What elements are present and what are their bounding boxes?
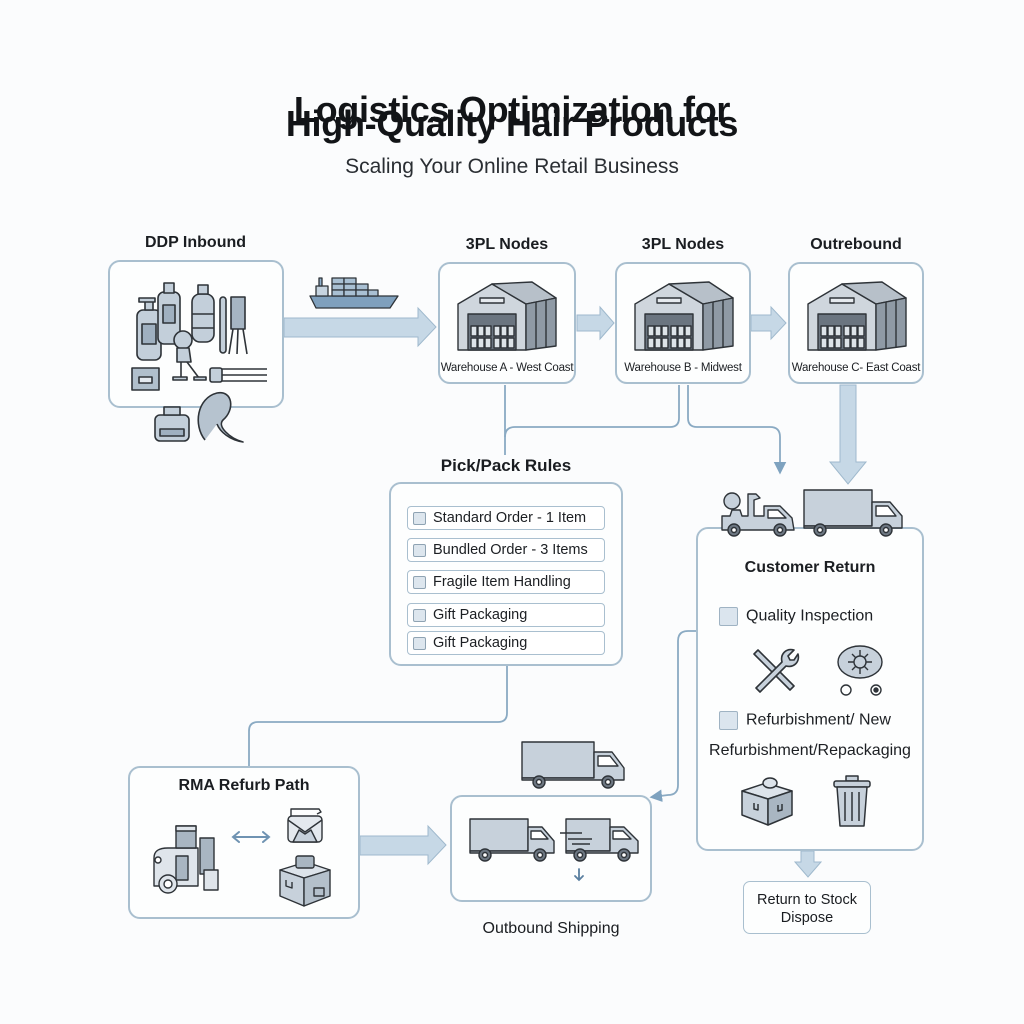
refurbishment-checkbox[interactable] bbox=[719, 711, 738, 730]
warehouse-icon bbox=[457, 281, 557, 351]
customer-return-label: Customer Return bbox=[744, 559, 876, 576]
warehouse-icon bbox=[807, 281, 907, 351]
warehouse-c-box[interactable]: Warehouse C- East Coast bbox=[788, 262, 924, 384]
rule-label: Fragile Item Handling bbox=[433, 574, 571, 590]
dispose-label: Dispose bbox=[780, 910, 834, 926]
title-line-2: High-Quality Hair Products bbox=[0, 104, 1024, 144]
rule-checkbox[interactable] bbox=[413, 511, 426, 525]
rule-fragile-item[interactable]: Fragile Item Handling bbox=[407, 570, 605, 594]
arrow-returns-to-stock bbox=[793, 850, 823, 878]
rule-checkbox[interactable] bbox=[413, 608, 426, 622]
warehouse-b-box[interactable]: Warehouse B - Midwest bbox=[615, 262, 751, 384]
title-line-2-text: High-Quality Hair Products bbox=[285, 103, 739, 144]
warehouse-b-caption: Warehouse B - Midwest bbox=[624, 362, 742, 374]
warehouse-a-box[interactable]: Warehouse A - West Coast bbox=[438, 262, 576, 384]
wrench-screwdriver-icon bbox=[753, 648, 800, 693]
connector-pickpack-rma bbox=[248, 666, 508, 767]
warehouse-c-caption: Warehouse C- East Coast bbox=[791, 362, 921, 374]
rule-label: Bundled Order - 3 Items bbox=[433, 542, 588, 558]
rule-bundled-order[interactable]: Bundled Order - 3 Items bbox=[407, 538, 605, 562]
ddp-inbound-label: DDP Inbound bbox=[144, 234, 247, 251]
bidirectional-arrow-icon bbox=[231, 831, 271, 843]
arrow-b-to-c bbox=[750, 305, 787, 341]
refurbishment-new-item[interactable]: Refurbishment/ New bbox=[719, 711, 891, 730]
warehouse-a-caption: Warehouse A - West Coast bbox=[440, 362, 574, 374]
refurbishment-new-label: Refurbishment/ New bbox=[746, 711, 891, 729]
arrow-c-down bbox=[828, 384, 868, 485]
delivery-truck-icon bbox=[521, 741, 625, 789]
rule-checkbox[interactable] bbox=[413, 636, 426, 650]
node-a-label: 3PL Nodes bbox=[465, 236, 549, 253]
gear-inspection-icon bbox=[837, 645, 883, 696]
pick-pack-box: Standard Order - 1 Item Bundled Order - … bbox=[389, 482, 623, 666]
cargo-ship-icon bbox=[309, 277, 399, 309]
node-b-label: 3PL Nodes bbox=[641, 236, 725, 253]
rule-label: Gift Packaging bbox=[433, 635, 528, 651]
forklift-truck-icon bbox=[153, 825, 219, 894]
open-box-icon bbox=[741, 777, 793, 826]
trash-bin-icon bbox=[833, 775, 871, 827]
rule-label: Standard Order - 1 Item bbox=[433, 510, 587, 526]
node-c-label: Outrebound bbox=[810, 236, 902, 253]
fast-delivery-truck-icon bbox=[560, 818, 639, 862]
subtitle: Scaling Your Online Retail Business bbox=[345, 155, 679, 178]
connector-b-returns bbox=[687, 385, 787, 475]
arrow-a-to-b bbox=[576, 305, 615, 341]
open-box-icon bbox=[279, 855, 331, 907]
connector-returns-shipping bbox=[649, 630, 696, 803]
return-to-stock-label: Return to Stock bbox=[757, 892, 857, 908]
rma-refurb-label: RMA Refurb Path bbox=[178, 777, 310, 794]
title-line-1: Logistics Optimization for bbox=[293, 89, 731, 130]
refurbishment-repackaging-label: Refurbishment/Repackaging bbox=[709, 742, 911, 759]
warehouse-icon bbox=[634, 281, 734, 351]
quality-inspection-checkbox[interactable] bbox=[719, 607, 738, 626]
rule-checkbox[interactable] bbox=[413, 575, 426, 589]
quality-inspection-label: Quality Inspection bbox=[746, 607, 874, 625]
return-package-icon bbox=[287, 808, 323, 843]
arrow-down-icon bbox=[574, 868, 584, 882]
rule-gift-packaging[interactable]: Gift Packaging bbox=[407, 603, 605, 627]
return-to-stock-box[interactable]: Return to Stock Dispose bbox=[743, 881, 871, 934]
arrow-rma-to-shipping bbox=[359, 824, 447, 866]
pick-pack-label: Pick/Pack Rules bbox=[440, 456, 572, 475]
outbound-shipping-box bbox=[450, 795, 652, 902]
forklift-truck-icon bbox=[721, 489, 903, 537]
rule-checkbox[interactable] bbox=[413, 543, 426, 557]
rule-standard-order[interactable]: Standard Order - 1 Item bbox=[407, 506, 605, 530]
rule-gift-packaging-2[interactable]: Gift Packaging bbox=[407, 631, 605, 655]
customer-return-box bbox=[696, 527, 924, 851]
rule-label: Gift Packaging bbox=[433, 607, 528, 623]
connector-b-pickpack bbox=[504, 385, 680, 438]
arrow-inbound-to-a bbox=[283, 306, 437, 348]
quality-inspection-item[interactable]: Quality Inspection bbox=[719, 607, 873, 626]
hair-products-icon bbox=[131, 282, 267, 443]
delivery-truck-icon bbox=[469, 818, 555, 862]
outbound-shipping-label: Outbound Shipping bbox=[482, 920, 620, 937]
